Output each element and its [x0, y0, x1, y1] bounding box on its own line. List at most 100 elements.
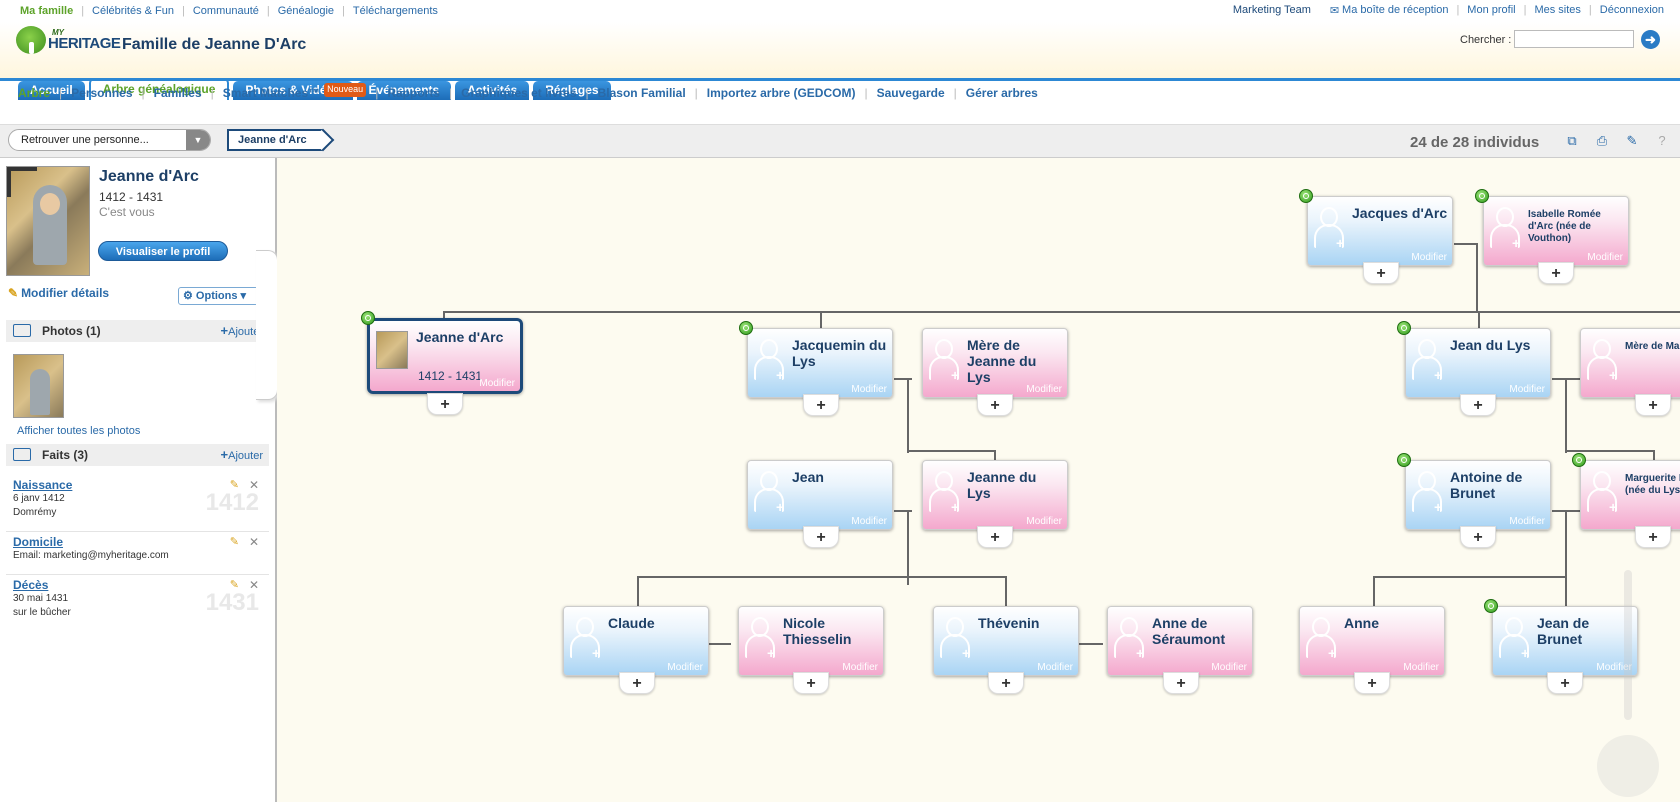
- modify-link[interactable]: Modifier: [1037, 662, 1073, 673]
- print-icon[interactable]: ⎙: [1596, 133, 1608, 148]
- subnav-rapports[interactable]: Rapports: [387, 86, 440, 100]
- add-photo-link[interactable]: +Ajouter: [220, 323, 263, 338]
- pencil-icon[interactable]: ✎: [229, 579, 239, 591]
- add-relative-button[interactable]: +: [427, 393, 463, 415]
- add-relative-button[interactable]: +: [1354, 672, 1390, 694]
- show-all-photos-link[interactable]: Afficher toutes les photos: [17, 425, 141, 437]
- add-relative-button[interactable]: +: [1363, 262, 1399, 284]
- help-icon[interactable]: ?: [1658, 133, 1666, 148]
- smart-match-icon[interactable]: [1299, 189, 1313, 203]
- pan-control[interactable]: [1597, 735, 1659, 797]
- myheritage-logo[interactable]: MY HERITAGE: [16, 26, 121, 56]
- person-card[interactable]: + Mère de Jeanne du Lys Modifier: [922, 328, 1068, 398]
- subnav-smart-matches[interactable]: Smart Matches™: [222, 86, 321, 100]
- pencil-icon[interactable]: ✎: [229, 536, 239, 548]
- subnav-personnes[interactable]: Personnes: [71, 86, 133, 100]
- modify-link[interactable]: Modifier: [851, 384, 887, 395]
- person-card[interactable]: + Anne Modifier: [1299, 606, 1445, 676]
- subnav-arbre[interactable]: Arbre: [18, 86, 51, 100]
- person-card[interactable]: + Jacques d'Arc Modifier: [1307, 196, 1453, 266]
- add-relative-button[interactable]: +: [1460, 394, 1496, 416]
- modify-link[interactable]: Modifier: [1026, 384, 1062, 395]
- add-relative-button[interactable]: +: [977, 394, 1013, 416]
- top-link-profil[interactable]: Mon profil: [1467, 4, 1516, 16]
- subnav-gedcom[interactable]: Importez arbre (GEDCOM): [706, 86, 856, 100]
- mail-icon[interactable]: ✉: [1329, 5, 1340, 17]
- top-link-ma-famille[interactable]: Ma famille: [20, 5, 74, 17]
- smart-match-icon[interactable]: [739, 321, 753, 335]
- smart-match-icon[interactable]: [1572, 453, 1586, 467]
- person-card[interactable]: + Marguerite Brunet (née du Lys) Modifie…: [1580, 460, 1680, 530]
- chevron-down-icon[interactable]: ▼: [186, 130, 210, 150]
- smart-match-icon[interactable]: [1397, 453, 1411, 467]
- person-card[interactable]: + Jean du Lys Modifier: [1405, 328, 1551, 398]
- add-relative-button[interactable]: +: [988, 672, 1024, 694]
- tab-evenements[interactable]: Événements: [356, 81, 452, 100]
- add-relative-button[interactable]: +: [803, 394, 839, 416]
- top-link-inbox[interactable]: Ma boîte de réception: [1342, 4, 1449, 16]
- modify-link[interactable]: Modifier: [1211, 662, 1247, 673]
- person-card-selected[interactable]: Jeanne d'Arc 1412 - 1431 Modifier: [367, 318, 523, 394]
- smart-match-icon[interactable]: [1475, 189, 1489, 203]
- add-fact-link[interactable]: +Ajouter: [220, 447, 263, 462]
- search-input[interactable]: [1514, 30, 1634, 48]
- tab-reglages[interactable]: Réglages: [533, 81, 611, 100]
- modify-link[interactable]: Modifier: [851, 516, 887, 527]
- add-relative-button[interactable]: +: [619, 672, 655, 694]
- person-card[interactable]: + Jeanne du Lys Modifier: [922, 460, 1068, 530]
- subnav-familles[interactable]: Familles: [153, 86, 202, 100]
- add-relative-button[interactable]: +: [1635, 526, 1671, 548]
- modify-link[interactable]: Modifier: [1026, 516, 1062, 527]
- tab-activites[interactable]: Activités: [455, 81, 530, 100]
- add-relative-button[interactable]: +: [1635, 394, 1671, 416]
- add-relative-button[interactable]: +: [977, 526, 1013, 548]
- zoom-slider[interactable]: [1624, 570, 1632, 720]
- top-link-communaute[interactable]: Communauté: [192, 5, 259, 17]
- edit-details-link[interactable]: ✎Modifier détails: [8, 286, 109, 300]
- fact-title-link[interactable]: Naissance: [13, 478, 73, 492]
- smart-match-icon[interactable]: [1484, 599, 1498, 613]
- add-relative-button[interactable]: +: [803, 526, 839, 548]
- view-profile-button[interactable]: Visualiser le profil: [98, 241, 228, 261]
- tab-photos-videos[interactable]: Photos & Vidéos: [233, 81, 353, 100]
- top-link-sites[interactable]: Mes sites: [1534, 4, 1581, 16]
- modify-link[interactable]: Modifier: [842, 662, 878, 673]
- breadcrumb[interactable]: Jeanne d'Arc: [227, 129, 323, 151]
- modify-link[interactable]: Modifier: [1587, 252, 1623, 263]
- modify-link[interactable]: Modifier: [667, 662, 703, 673]
- wrench-icon[interactable]: ✎: [1626, 133, 1638, 148]
- person-card[interactable]: + Anne de Séraumont Modifier: [1107, 606, 1253, 676]
- person-card[interactable]: + Mère de Marguerite Modifier: [1580, 328, 1680, 398]
- smart-match-icon[interactable]: [1397, 321, 1411, 335]
- subnav-gerer-arbres[interactable]: Gérer arbres: [965, 86, 1038, 100]
- top-link-celebrites[interactable]: Célébrités & Fun: [92, 5, 174, 17]
- subnav-graphiques[interactable]: Graphiques et livres: [461, 86, 577, 100]
- fact-title-link[interactable]: Domicile: [13, 535, 64, 549]
- top-link-deconnexion[interactable]: Déconnexion: [1599, 4, 1664, 16]
- person-card[interactable]: + Nicole Thiesselin Modifier: [738, 606, 884, 676]
- add-relative-button[interactable]: +: [1538, 262, 1574, 284]
- search-go-icon[interactable]: ➜: [1641, 30, 1660, 49]
- tree-canvas[interactable]: + Jacques d'Arc Modifier + + Isabelle Ro…: [277, 158, 1680, 802]
- profile-portrait[interactable]: [6, 166, 90, 276]
- person-card[interactable]: + Jacquemin du Lys Modifier: [747, 328, 893, 398]
- fullscreen-icon[interactable]: ⧉: [1567, 133, 1577, 148]
- smart-match-icon[interactable]: [361, 311, 375, 325]
- add-relative-button[interactable]: +: [1547, 672, 1583, 694]
- add-relative-button[interactable]: +: [1163, 672, 1199, 694]
- modify-link[interactable]: Modifier: [1411, 252, 1447, 263]
- add-relative-button[interactable]: +: [793, 672, 829, 694]
- close-icon[interactable]: ✕: [248, 478, 259, 492]
- modify-link[interactable]: Modifier: [1509, 384, 1545, 395]
- modify-link[interactable]: Modifier: [1403, 662, 1439, 673]
- person-card[interactable]: + Thévenin Modifier: [933, 606, 1079, 676]
- modify-link[interactable]: Modifier: [479, 378, 515, 389]
- close-icon[interactable]: ✕: [248, 578, 259, 592]
- close-icon[interactable]: ✕: [248, 535, 259, 549]
- tab-accueil[interactable]: Accueil: [18, 81, 85, 100]
- person-card[interactable]: + Isabelle Romée d'Arc (née de Vouthon) …: [1483, 196, 1629, 266]
- person-card[interactable]: + Jean Modifier: [747, 460, 893, 530]
- subnav-blason[interactable]: Blason Familial: [597, 86, 686, 100]
- add-relative-button[interactable]: +: [1460, 526, 1496, 548]
- top-link-telechargements[interactable]: Téléchargements: [352, 5, 438, 17]
